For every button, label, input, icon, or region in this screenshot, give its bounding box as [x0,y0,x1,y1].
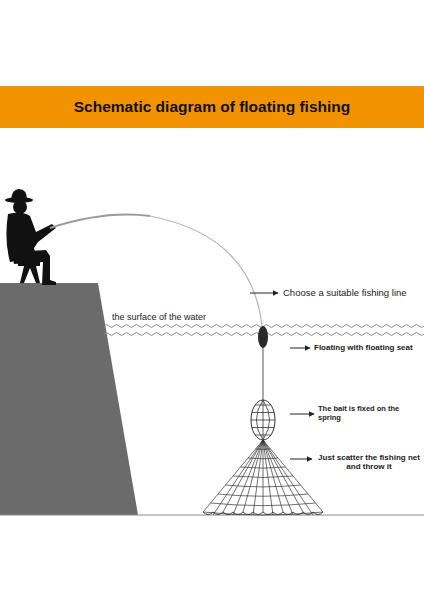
net-mesh [241,467,286,468]
fisherman [5,189,56,285]
net-strand [223,440,263,512]
net-mesh [256,449,271,450]
leader-arrow [290,348,310,349]
net-mesh [233,476,293,478]
callout-label: Floating with floating seat [314,343,422,352]
title-band [0,86,424,128]
spring-outline [251,400,275,440]
spring-ring [255,435,271,436]
callout-label: Just scatter the fishing net and throw i… [316,453,422,471]
bait-spring [251,400,275,440]
net-mesh [203,512,323,515]
stool [18,262,40,283]
hat-crown [11,189,27,200]
ground-line [0,515,424,516]
spring-ring [251,420,275,421]
fishing-rod [50,215,150,229]
net-mesh [218,494,308,496]
leader-arrow [290,459,312,460]
spring-ring [252,412,274,413]
leader-arrow [250,293,278,294]
net-strand [263,440,283,512]
net-strand [263,440,264,512]
spring-ring [255,405,271,406]
title: Schematic diagram of floating fishing [0,98,424,116]
fishing-line [150,216,262,326]
net-strand [243,440,263,512]
net-strand [263,440,303,512]
callout-label: Choose a suitable fishing line [283,288,421,299]
head [13,200,27,214]
float [258,326,268,348]
net-mesh [226,485,301,487]
water-label: the surface of the water [112,312,252,322]
fishing-net [203,440,323,515]
spring-ring [252,427,274,428]
callout-label: The bait is fixed on the spring [318,405,422,422]
net-mesh [248,458,278,460]
leader-arrow [290,414,314,415]
net-rim [203,512,323,515]
legs [12,250,56,285]
net-mesh [211,503,316,506]
